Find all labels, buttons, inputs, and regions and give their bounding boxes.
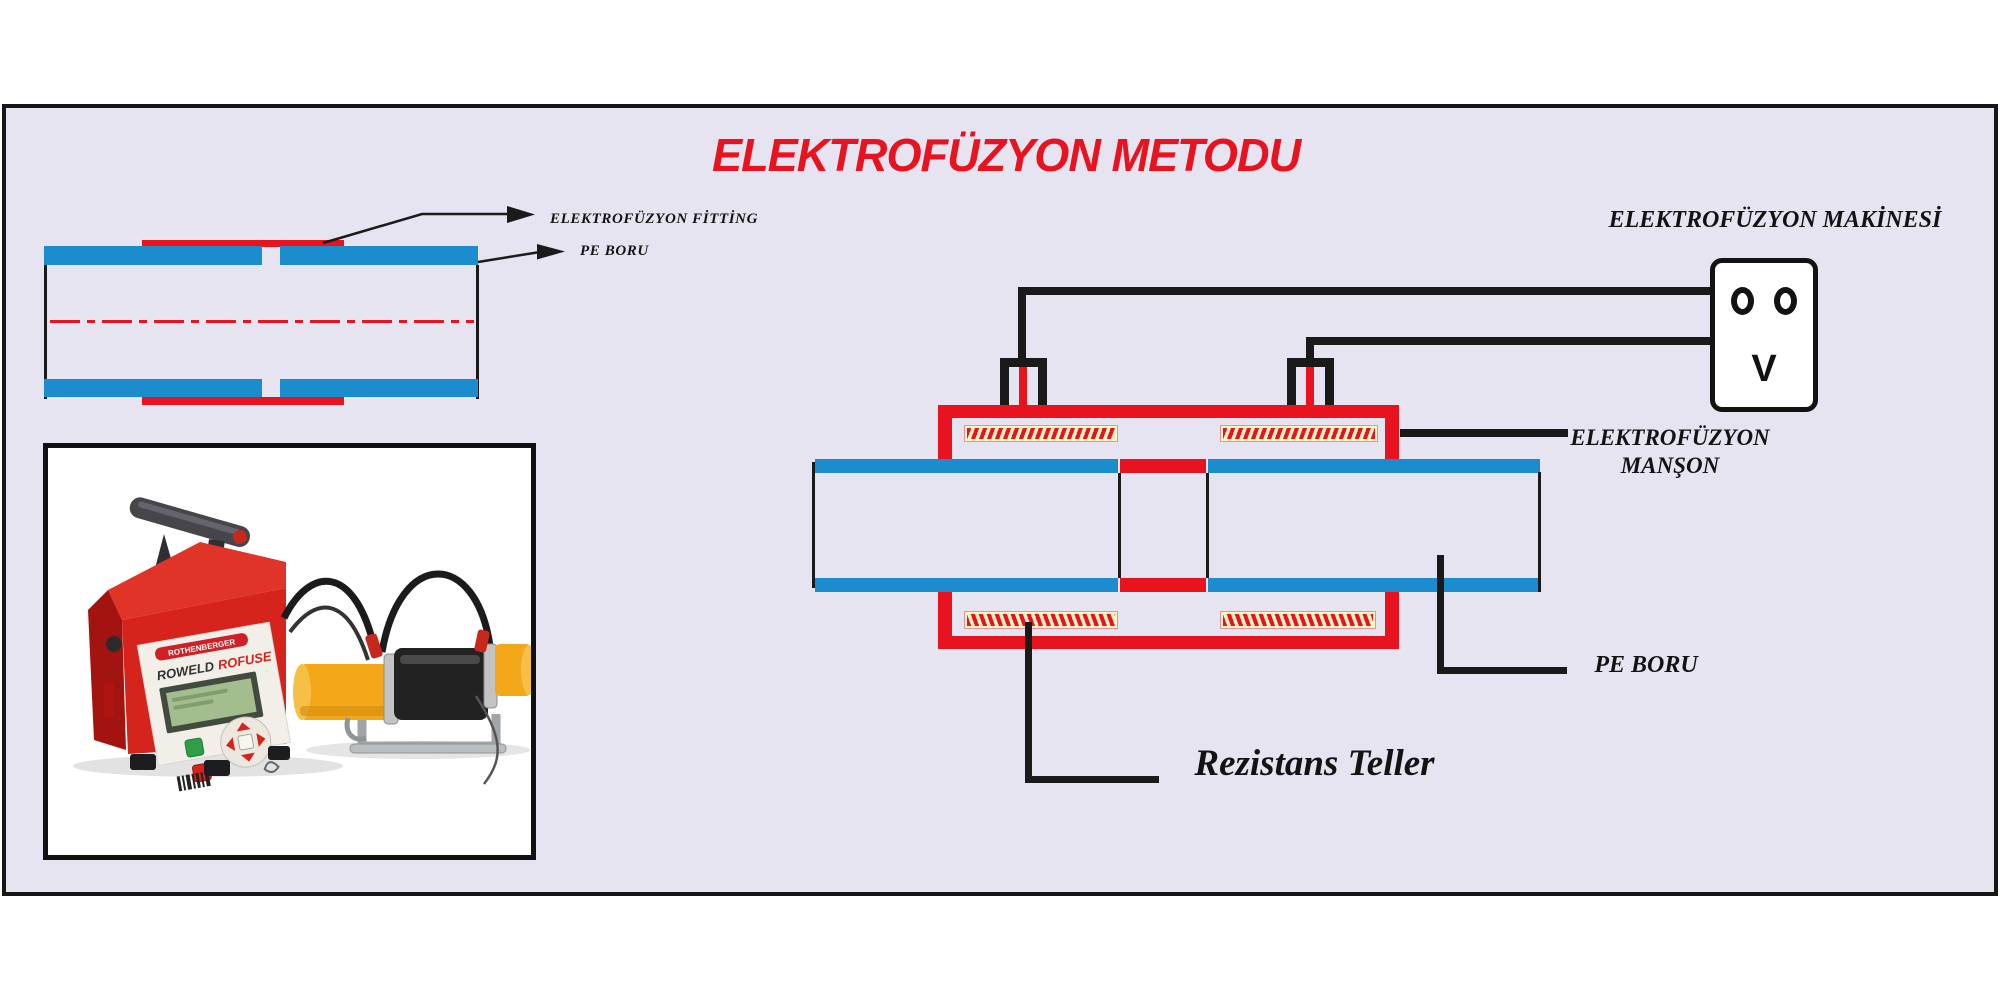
resistance-wire-top-right xyxy=(1221,426,1377,441)
pe-pipe-right-bottom-wall xyxy=(1208,578,1540,592)
coupling-arm-bottom-left xyxy=(938,591,952,638)
machine-label: ELEKTROFÜZYON MAKİNESİ xyxy=(1608,207,1942,233)
pe-pipe-left-top-wall xyxy=(815,459,1118,473)
wire-right-horizontal xyxy=(1308,337,1716,345)
start-button xyxy=(184,737,205,758)
cable-connector xyxy=(474,629,490,653)
wire-left-horizontal xyxy=(1020,287,1716,295)
terminal-left xyxy=(1000,358,1047,405)
wire-left-vertical xyxy=(1018,287,1026,367)
resistance-pointer-horizontal xyxy=(1025,776,1159,783)
pe-pipe-right-top-wall xyxy=(1208,459,1540,473)
terminal-right xyxy=(1287,358,1334,405)
fusion-zone-top xyxy=(1120,459,1206,473)
pipe-end-line-left xyxy=(44,265,47,399)
pipe-end-line-right xyxy=(476,265,479,399)
coupling-arm-top-left xyxy=(938,416,952,460)
welding-cable xyxy=(280,577,378,647)
coupling-top-bar xyxy=(938,405,1399,418)
welding-cable xyxy=(378,570,494,653)
coupling-label-line1: ELEKTROFÜZYON xyxy=(1570,425,1770,450)
socket-right-icon xyxy=(1774,287,1797,315)
resistance-wire-bottom-left xyxy=(965,612,1117,628)
pipe-wall-bottom-right xyxy=(280,379,478,397)
carry-handle xyxy=(129,497,250,547)
resistance-pointer-vertical xyxy=(1025,622,1032,783)
pipe-joint-line-right xyxy=(1206,473,1209,578)
pipe-left-end-line xyxy=(812,462,815,588)
socket-left-icon xyxy=(1731,287,1754,315)
fitting-top-bar xyxy=(142,240,344,247)
machine-photo-box: ROTHENBERGER ROWELD ROFUSE xyxy=(43,443,537,860)
coupling-bottom-bar xyxy=(938,636,1399,649)
coupling-label-line2: MANŞON xyxy=(1620,453,1720,478)
pipe-wall-bottom-left xyxy=(44,379,262,397)
machine-top-face xyxy=(108,542,286,620)
pipe-right-end-line xyxy=(1538,472,1541,592)
resistance-wire-bottom-right xyxy=(1221,612,1375,628)
side-lever xyxy=(104,684,114,718)
electrode-lead-left xyxy=(1019,367,1027,412)
fitting-arrowhead-icon xyxy=(507,206,535,223)
coupling-label: ELEKTROFÜZYON MANŞON xyxy=(1545,424,1795,480)
machine-symbol-box xyxy=(1710,258,1818,412)
voltmeter-symbol: V xyxy=(1751,348,1777,390)
welding-cable-thin xyxy=(288,605,370,661)
welder-machine-photo: ROTHENBERGER ROWELD ROFUSE xyxy=(73,497,537,792)
pipe-centerline xyxy=(50,320,474,323)
coupling-arm-bottom-right xyxy=(1385,591,1399,638)
electrode-lead-right xyxy=(1306,367,1314,412)
machine-left-side xyxy=(88,590,126,750)
keypad xyxy=(220,716,272,768)
pipe-arrowhead-icon xyxy=(537,244,565,260)
clamped-pipe-assembly xyxy=(293,629,537,725)
resistance-wire-top-left xyxy=(965,426,1117,441)
pipe-stand xyxy=(344,695,507,785)
wire-right-vertical xyxy=(1306,337,1314,367)
side-knob xyxy=(106,636,122,652)
lcd-line xyxy=(171,688,228,703)
panel-emblem xyxy=(263,761,280,773)
pe-boru-pointer-vertical xyxy=(1437,555,1444,674)
cable-connector xyxy=(365,633,383,659)
resistance-label: Rezistans Teller xyxy=(1194,743,1435,784)
machine-foot xyxy=(130,754,156,770)
pipe-wall-top-left xyxy=(44,246,262,265)
pipe-wall-top-right xyxy=(280,246,478,265)
pe-pipe-left-bottom-wall xyxy=(815,578,1118,592)
manson-pointer-line xyxy=(1400,429,1568,437)
lcd-line xyxy=(173,699,214,711)
fitting-callout-arrows xyxy=(322,206,565,264)
machine-foot xyxy=(268,746,290,760)
coupling-arm-top-right xyxy=(1385,416,1399,460)
pe-boru-label: PE BORU xyxy=(1594,652,1698,678)
fusion-zone-bottom xyxy=(1120,578,1206,592)
fitting-label: ELEKTROFÜZYON FİTTİNG xyxy=(550,211,759,227)
pe-boru-pointer-horizontal xyxy=(1437,667,1567,674)
page-title: ELEKTROFÜZYON METODU xyxy=(712,129,1301,181)
machine-foot xyxy=(204,760,230,776)
pipe-joint-line-left xyxy=(1118,473,1121,578)
pipe-arrow-line xyxy=(477,250,541,264)
fitting-arrow-line xyxy=(322,212,509,245)
front-panel: ROTHENBERGER ROWELD ROFUSE xyxy=(136,621,292,792)
fitting-bottom-bar xyxy=(142,397,344,405)
pe-boru-label-small: PE BORU xyxy=(580,243,649,259)
